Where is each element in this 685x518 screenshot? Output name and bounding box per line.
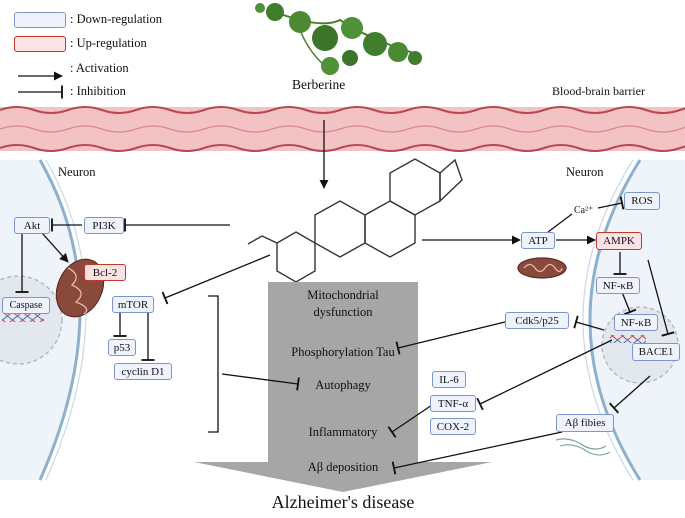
ros-box: ROS bbox=[624, 192, 660, 210]
p53-box: p53 bbox=[108, 339, 136, 356]
abeta-fibrils-box: Aβ fibies bbox=[556, 414, 614, 432]
caspase-box: Caspase bbox=[2, 297, 50, 314]
phosphorylation-tau-label: Phosphorylation Tau bbox=[291, 345, 395, 359]
akt-box: Akt bbox=[14, 217, 50, 234]
right-neuron-membrane bbox=[588, 159, 642, 481]
abeta-fibrils bbox=[555, 438, 607, 450]
atp-to-ca bbox=[547, 213, 573, 233]
inflammatory-label: Inflammatory bbox=[308, 425, 378, 439]
blood-brain-barrier bbox=[0, 107, 685, 151]
ampk-box: AMPK bbox=[596, 232, 642, 250]
blood-brain-barrier-label: Blood-brain barrier bbox=[552, 84, 645, 98]
nucleus-inhibits-tnf bbox=[476, 339, 613, 411]
mitochondrial-dysfunction-label: Mitochondrial dysfunction bbox=[307, 288, 379, 319]
bace1-inhibits-abeta bbox=[608, 375, 651, 414]
alzheimers-disease-label: Alzheimer's disease bbox=[271, 492, 415, 512]
legend-inhibition-label: : Inhibition bbox=[70, 84, 126, 98]
mtor-bracket bbox=[208, 295, 219, 433]
right-neuron-title: Neuron bbox=[566, 165, 604, 179]
left-neuron-title: Neuron bbox=[58, 165, 96, 179]
akt-activates-bcl2 bbox=[41, 232, 69, 263]
mtor-box: mTOR bbox=[112, 296, 154, 313]
bace1-box: BACE1 bbox=[632, 343, 680, 361]
calcium-label: Ca²⁺ bbox=[574, 205, 594, 216]
nucleus-inhibits-cdk5 bbox=[573, 315, 605, 331]
abeta-inhibits-deposition bbox=[391, 431, 563, 475]
barrier-top-wave bbox=[0, 106, 685, 114]
autophagy-label: Autophagy bbox=[315, 378, 371, 392]
cdk5-p25-box: Cdk5/p25 bbox=[505, 312, 569, 329]
abeta-deposition-label: Aβ deposition bbox=[307, 460, 379, 474]
legend-activation-label: : Activation bbox=[70, 61, 129, 75]
nfkb-nuclear-box: NF-κB bbox=[614, 314, 658, 331]
nfkb-inhibits-nfkb2 bbox=[621, 291, 637, 316]
left-dna-strand bbox=[2, 314, 44, 322]
ca-inhibits-ros bbox=[597, 196, 625, 210]
bcl2-box: Bcl-2 bbox=[84, 264, 126, 281]
il6-box: IL-6 bbox=[432, 371, 466, 388]
cyclin-d1-box: cyclin D1 bbox=[114, 363, 172, 380]
tnf-alpha-box: TNF-α bbox=[430, 395, 476, 412]
legend-down-swatch bbox=[14, 12, 66, 28]
nfkb-box: NF-κB bbox=[596, 277, 640, 294]
legend-up-label: : Up-regulation bbox=[70, 36, 147, 50]
berberine-label: Berberine bbox=[292, 77, 346, 92]
cytokines-inhibit-inflammatory bbox=[387, 404, 433, 438]
barrier-bottom-wave bbox=[0, 144, 685, 152]
cdk5-inhibits-tau bbox=[395, 321, 506, 355]
berberine-molecule bbox=[247, 158, 463, 298]
berberine-inhibits-mtor bbox=[161, 254, 271, 305]
pi3k-box: PI3K bbox=[84, 217, 124, 234]
bracket-inhibits-autophagy bbox=[221, 373, 300, 391]
atp-box: ATP bbox=[521, 232, 555, 249]
central-pathway-arrow bbox=[194, 282, 492, 492]
right-dna-strand bbox=[610, 335, 646, 343]
cox2-box: COX-2 bbox=[430, 418, 476, 435]
legend-up-swatch bbox=[14, 36, 66, 52]
right-mitochondrion bbox=[517, 257, 567, 279]
ampk-inhibits-bace1 bbox=[647, 259, 675, 337]
berberine-plant-illustration bbox=[255, 3, 422, 75]
legend-down-label: : Down-regulation bbox=[70, 12, 162, 26]
